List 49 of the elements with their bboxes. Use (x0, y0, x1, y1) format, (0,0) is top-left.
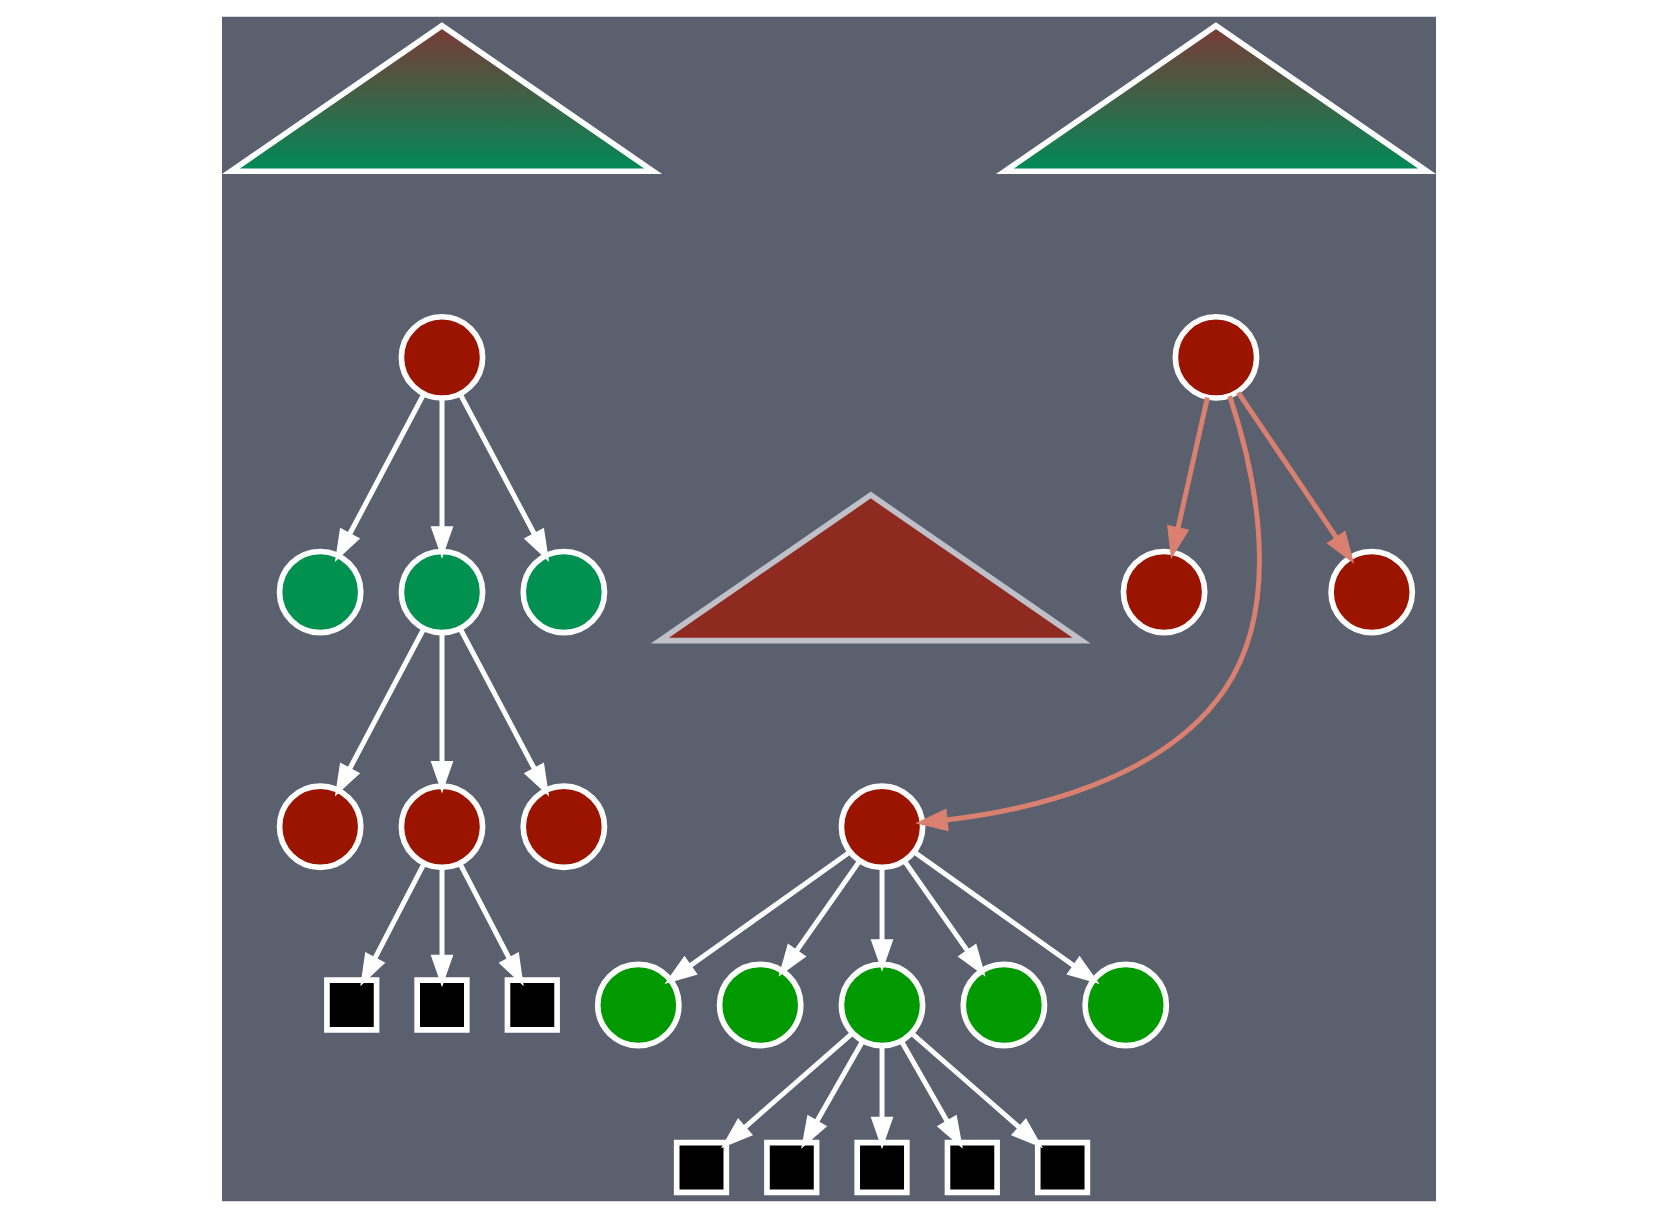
node-circle (960, 961, 1048, 1049)
node-circle (520, 548, 608, 636)
node-circle (1082, 961, 1170, 1049)
arrow (721, 1031, 854, 1149)
node-circle (1172, 313, 1260, 401)
node-box (414, 977, 470, 1033)
node-circle (520, 783, 608, 871)
arrow (902, 859, 986, 977)
arrow (913, 850, 1100, 985)
node-box (764, 1139, 820, 1196)
node-circle (594, 961, 682, 1049)
arrow (334, 628, 426, 797)
node-box (504, 977, 560, 1033)
arrow (870, 867, 894, 972)
node-triangle (995, 22, 1436, 175)
arrow (1167, 397, 1210, 560)
node-circle (838, 783, 926, 871)
node-circle (398, 783, 486, 871)
node-circle (716, 961, 804, 1049)
node-box (1034, 1139, 1091, 1196)
node-box (673, 1139, 730, 1196)
node-circle (276, 548, 364, 636)
node-box (854, 1139, 910, 1196)
arrow (664, 850, 851, 985)
arrow (778, 859, 862, 977)
node-circle (398, 548, 486, 636)
node-circle (276, 783, 364, 871)
arrow (899, 1040, 963, 1149)
node-triangle (222, 22, 663, 175)
node-circle (838, 961, 926, 1049)
arrow (457, 862, 524, 987)
arrow (430, 633, 454, 794)
node-box (944, 1139, 1000, 1196)
arrow (870, 1046, 894, 1150)
node-box (324, 977, 380, 1033)
node-triangle (650, 491, 1091, 644)
arrow (910, 1031, 1043, 1149)
arrow (915, 395, 1262, 832)
arrow (458, 393, 550, 562)
arrow (334, 393, 426, 562)
arrow (458, 628, 550, 797)
arrow (1236, 391, 1355, 564)
arrow (430, 398, 454, 559)
node-circle (1120, 548, 1208, 636)
arrow (360, 862, 427, 987)
node-circle (1328, 548, 1416, 636)
arrow (430, 867, 454, 988)
arrow (801, 1040, 865, 1149)
node-circle (398, 313, 486, 401)
